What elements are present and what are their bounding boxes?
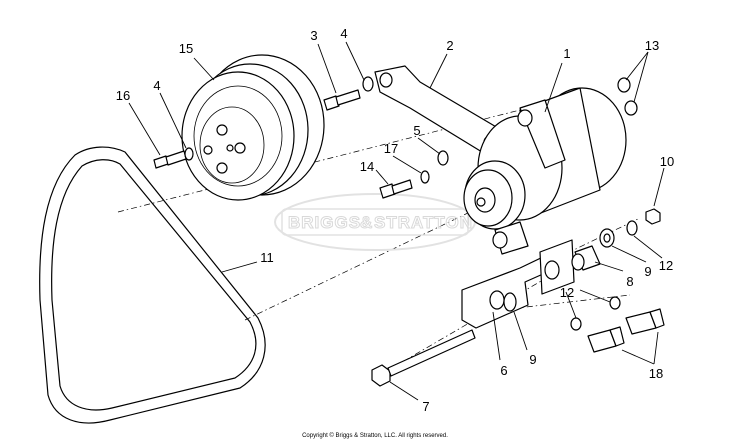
callout-14: 14 xyxy=(360,159,374,174)
part-7-long-bolt xyxy=(371,329,476,387)
callout-1: 1 xyxy=(563,46,570,61)
callout-9-right: 9 xyxy=(644,264,651,279)
watermark-brand-right: STRATTON xyxy=(374,213,473,232)
part-14-bolt xyxy=(379,179,413,199)
callout-18: 18 xyxy=(649,366,663,381)
callout-9-lower: 9 xyxy=(529,352,536,367)
callout-2: 2 xyxy=(446,38,453,53)
watermark-brand-amp: & xyxy=(360,213,373,232)
part-4-washer-top xyxy=(362,76,374,92)
part-3-bolt xyxy=(323,89,361,111)
part-2-bracket xyxy=(374,65,501,153)
callout-11: 11 xyxy=(260,250,274,265)
part-4-washer-left xyxy=(184,147,194,161)
part-17-lock-washer xyxy=(420,170,430,184)
callout-12-right: 12 xyxy=(659,258,673,273)
part-6-mounting-bracket xyxy=(461,239,575,329)
part-10-nut xyxy=(645,208,661,225)
callout-4-top: 4 xyxy=(340,26,347,41)
callout-13: 13 xyxy=(645,38,659,53)
callout-8: 8 xyxy=(626,274,633,289)
part-11-drive-belt xyxy=(39,146,266,424)
callout-6: 6 xyxy=(500,363,507,378)
part-18-bolts xyxy=(587,308,665,353)
callout-16: 16 xyxy=(116,88,130,103)
callout-15: 15 xyxy=(179,41,193,56)
callout-5: 5 xyxy=(413,123,420,138)
watermark-brand-left: BRIGGS xyxy=(288,213,361,232)
callout-12-lower: 12 xyxy=(560,285,574,300)
part-12-washer-right xyxy=(626,220,638,236)
part-8-spacer xyxy=(571,245,601,271)
part-13-nuts xyxy=(617,77,638,116)
copyright-notice: Copyright © Briggs & Stratton, LLC. All … xyxy=(302,433,448,439)
callout-4-left: 4 xyxy=(153,78,160,93)
callout-10: 10 xyxy=(660,154,674,169)
brand-watermark: BRIGGS & STRATTON xyxy=(274,193,476,251)
part-12-washer-lower xyxy=(570,296,621,331)
leader-lines xyxy=(128,41,665,401)
callout-17: 17 xyxy=(384,141,398,156)
callout-7: 7 xyxy=(422,399,429,414)
callout-3: 3 xyxy=(310,28,317,43)
part-15-pulley xyxy=(181,54,325,201)
callout-numbers: 1 2 3 4 4 5 6 7 8 9 9 10 11 12 12 13 14 … xyxy=(116,26,674,414)
part-1-alternator xyxy=(463,87,627,255)
part-5-washer xyxy=(437,150,449,166)
part-9-spacer-lower xyxy=(503,292,517,312)
part-9-spacer-right xyxy=(599,228,615,248)
